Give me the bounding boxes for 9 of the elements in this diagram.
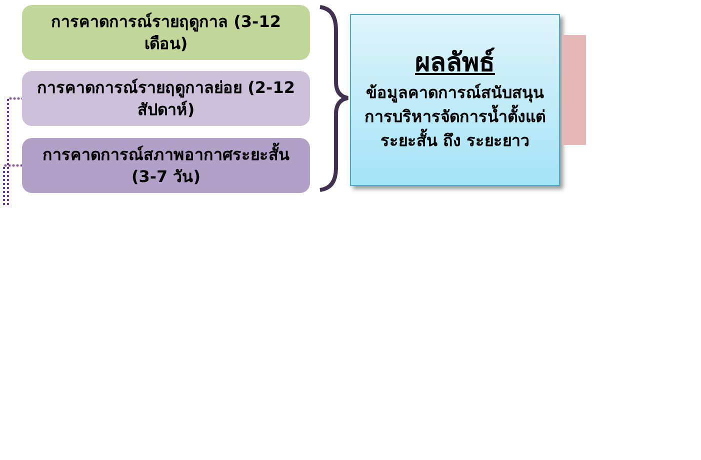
dotted-connector — [7, 98, 22, 205]
box-shape — [562, 35, 586, 145]
forecast-box: การคาดการณ์รายฤดูกาลย่อย (2-12 สัปดาห์) — [22, 71, 310, 126]
dotted-connector — [3, 164, 22, 205]
description-text: ข้อมูลคาดการณ์สนับสนุนการบริหารจัดการน้ำตั้งแต่ระยะสั้น ถึง ระยะยาว — [364, 82, 546, 152]
heading: ผลลัพธ์ — [415, 47, 495, 80]
forecast-box: การคาดการณ์รายฤดูกาล (3-12 เดือน) — [22, 5, 310, 60]
result-box — [350, 14, 560, 186]
forecast-box: การคาดการณ์สภาพอากาศระยะสั้น (3-7 วัน) — [22, 138, 310, 193]
